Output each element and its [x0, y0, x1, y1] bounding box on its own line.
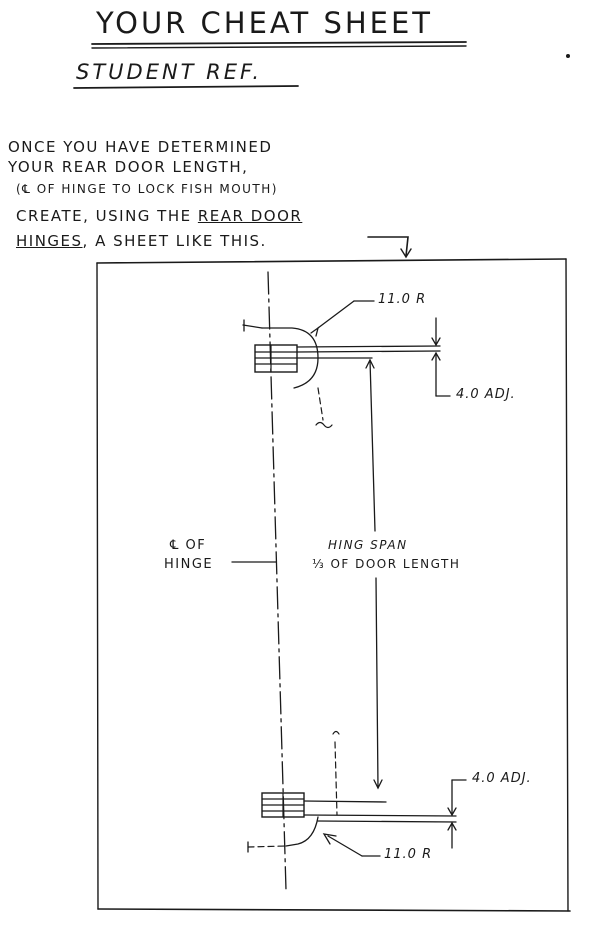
- top-adj-label: 4.0 ADJ.: [456, 387, 516, 402]
- bottom-break-mark: [332, 730, 340, 735]
- bottom-mount-line: [303, 814, 457, 817]
- instruction-text: , A SHEET LIKE THIS.: [82, 232, 267, 250]
- bottom-adj-label: 4.0 ADJ.: [472, 771, 532, 786]
- hinge-span-label: HING SPAN ⅓ OF DOOR LENGTH: [312, 536, 460, 574]
- title-underline: [91, 41, 467, 45]
- hinge-span-label-line-2: ⅓ OF DOOR LENGTH: [312, 557, 461, 571]
- hinges-term: HINGES: [16, 232, 83, 250]
- top-mount-line: [296, 345, 441, 348]
- pointer-arrowhead: [400, 248, 412, 259]
- subtitle-underline: [73, 85, 299, 89]
- top-mount-line: [296, 350, 441, 353]
- instruction-line-2: YOUR REAR DOOR LENGTH,: [8, 158, 249, 176]
- centerline-label-line-2: HINGE: [164, 557, 214, 572]
- pointer-arrow: [367, 236, 409, 257]
- sheet-left-edge: [96, 262, 99, 910]
- hinge-span-label-line-1: HING SPAN: [328, 538, 408, 552]
- page-title: YOUR CHEAT SHEET: [96, 6, 434, 40]
- sheet-top-edge: [96, 258, 567, 264]
- span-dimension-line: [375, 577, 379, 789]
- sheet-right-edge: [565, 258, 569, 912]
- top-radius-arrowhead: [310, 326, 320, 337]
- rear-door-term: REAR DOOR: [197, 207, 303, 225]
- title-underline: [91, 45, 467, 49]
- top-adj-arrowhead: [431, 337, 441, 347]
- top-ref-tick: [242, 324, 263, 329]
- span-dimension-line: [369, 359, 376, 532]
- bottom-radius-arc: [285, 816, 319, 847]
- bottom-vertical-dash: [334, 741, 338, 816]
- bottom-adj-arrowhead: [447, 821, 457, 831]
- instruction-line-3: (℄ OF HINGE TO LOCK FISH MOUTH): [16, 182, 278, 196]
- bottom-radius-label: 11.0 R: [384, 847, 433, 862]
- centerline-label-line-1: ℄ OF: [170, 538, 207, 553]
- top-vertical-dash: [317, 387, 324, 421]
- span-arrowhead-bottom: [373, 779, 383, 790]
- instruction-line-1: ONCE YOU HAVE DETERMINED: [8, 138, 273, 156]
- centerline-label: ℄ OF HINGE: [164, 536, 213, 574]
- instruction-text: CREATE, USING THE: [16, 207, 198, 225]
- instruction-line-4: CREATE, USING THE REAR DOOR: [16, 207, 302, 225]
- instruction-line-5: HINGES, A SHEET LIKE THIS.: [16, 232, 267, 250]
- top-radius-label: 11.0 R: [378, 292, 427, 307]
- bottom-radius-arrowhead: [322, 833, 337, 845]
- bottom-mount-line: [317, 820, 457, 823]
- top-break-mark: [315, 421, 333, 429]
- page-subtitle: STUDENT REF.: [76, 60, 263, 84]
- ink-speck: [566, 54, 570, 58]
- sheet-bottom-edge: [97, 908, 571, 912]
- top-adj-arrowhead: [431, 351, 441, 361]
- top-radius-leader: [317, 300, 355, 329]
- bottom-adj-arrowhead: [447, 807, 457, 817]
- bottom-ref-tick: [247, 845, 287, 848]
- hinge-centerline: [267, 271, 287, 891]
- bottom-radius-leader: [327, 835, 363, 857]
- span-arrowhead-top: [365, 358, 375, 369]
- bottom-mount-line: [303, 800, 387, 803]
